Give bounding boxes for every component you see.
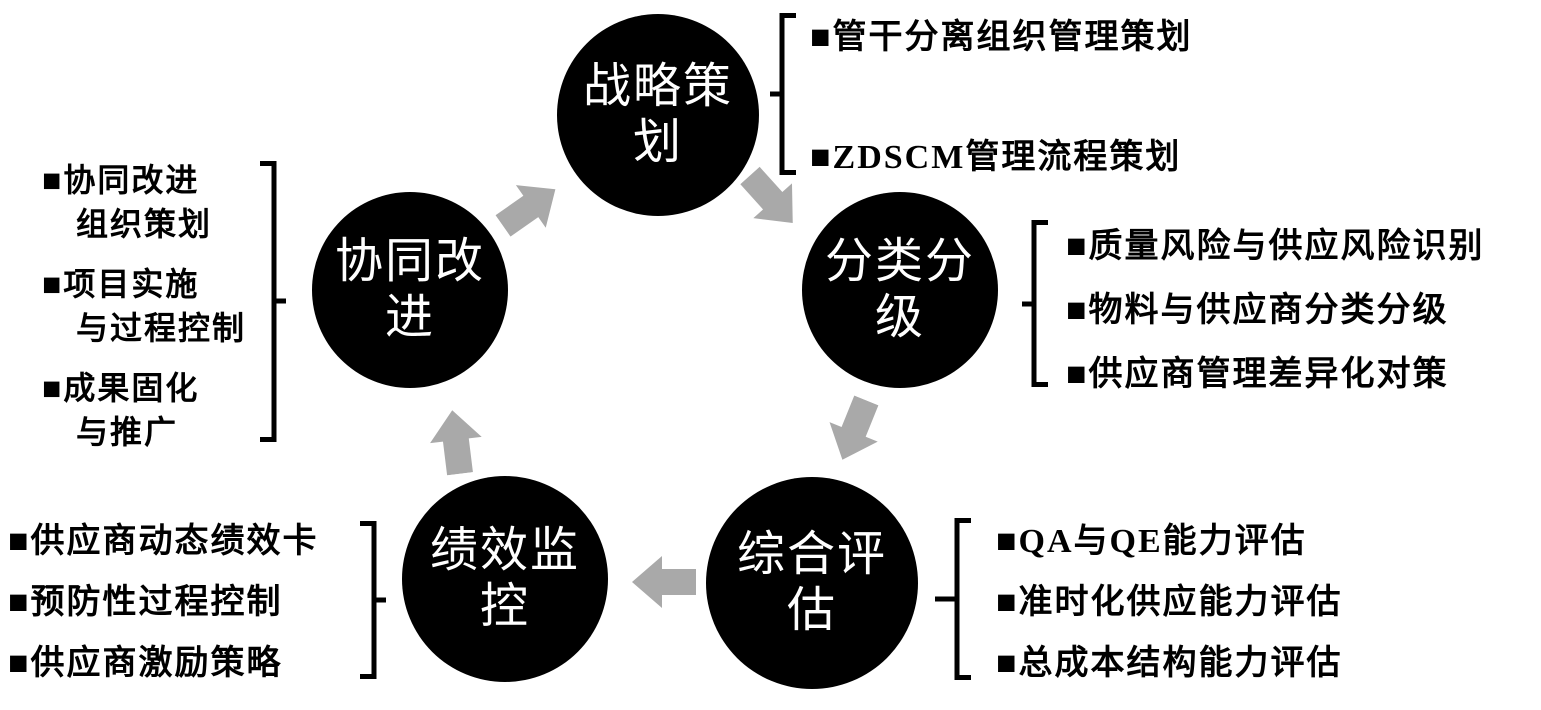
- list-item: ■预防性过程控制: [8, 584, 283, 621]
- arrow-shape: [632, 556, 696, 608]
- list-item: ■项目实施 与过程控制: [42, 266, 247, 346]
- node-strategic-planning: 战略策 划: [557, 14, 759, 216]
- flow-arrow-improve-to-strategic-icon: [487, 165, 573, 249]
- bracket-monitor-icon: [358, 521, 388, 679]
- bullet-list-strategic: ■管干分离组织管理策划 ■ZDSCM管理流程策划: [810, 18, 1193, 258]
- list-item: ■供应商动态绩效卡: [8, 523, 319, 560]
- list-item: ■总成本结构能力评估: [996, 645, 1343, 682]
- list-item: ■供应商激励策略: [8, 645, 283, 682]
- flow-arrow-strategic-to-classify-icon: [729, 157, 815, 244]
- bullet-list-monitor: ■供应商动态绩效卡 ■预防性过程控制 ■供应商激励策略: [8, 521, 319, 704]
- bracket-evaluate-icon: [933, 518, 973, 680]
- flow-arrow-classify-to-evaluate-icon: [816, 390, 893, 472]
- arrow-shape: [829, 395, 879, 460]
- list-item: ■准时化供应能力评估: [996, 584, 1343, 621]
- bullet-list-evaluate: ■QA与QE能力评估 ■准时化供应能力评估 ■总成本结构能力评估: [996, 521, 1343, 704]
- flow-arrow-monitor-to-improve-icon: [424, 405, 488, 477]
- bracket-improve-icon: [258, 161, 288, 442]
- list-item: ■ZDSCM管理流程策划: [810, 139, 1182, 176]
- node-collaborative-improvement: 协同改 进: [312, 192, 508, 388]
- node-classification-grading: 分类分 级: [802, 192, 998, 388]
- flow-arrow-evaluate-to-monitor-icon: [630, 554, 696, 610]
- list-item: ■供应商管理差异化对策: [1066, 356, 1449, 393]
- node-comprehensive-evaluation: 综合评 估: [706, 477, 918, 689]
- arrow-shape: [740, 166, 793, 224]
- list-item: ■QA与QE能力评估: [996, 523, 1307, 560]
- bracket-strategic-icon: [768, 13, 798, 175]
- list-item: ■协同改进 组织策划: [42, 162, 213, 242]
- arrow-shape: [430, 410, 482, 476]
- bullet-list-classify: ■质量风险与供应风险识别 ■物料与供应商分类分级 ■供应商管理差异化对策: [1066, 226, 1485, 418]
- list-item: ■物料与供应商分类分级: [1066, 292, 1449, 329]
- list-item: ■质量风险与供应风险识别: [1066, 228, 1485, 265]
- list-item: ■管干分离组织管理策划: [810, 19, 1193, 56]
- arrow-shape: [495, 185, 556, 237]
- node-performance-monitoring: 绩效监 控: [402, 476, 608, 682]
- bracket-classify-icon: [1020, 220, 1050, 387]
- bullet-list-improve: ■协同改进 组织策划 ■项目实施 与过程控制 ■成果固化 与推广: [42, 158, 246, 470]
- list-item: ■成果固化 与推广: [42, 370, 200, 450]
